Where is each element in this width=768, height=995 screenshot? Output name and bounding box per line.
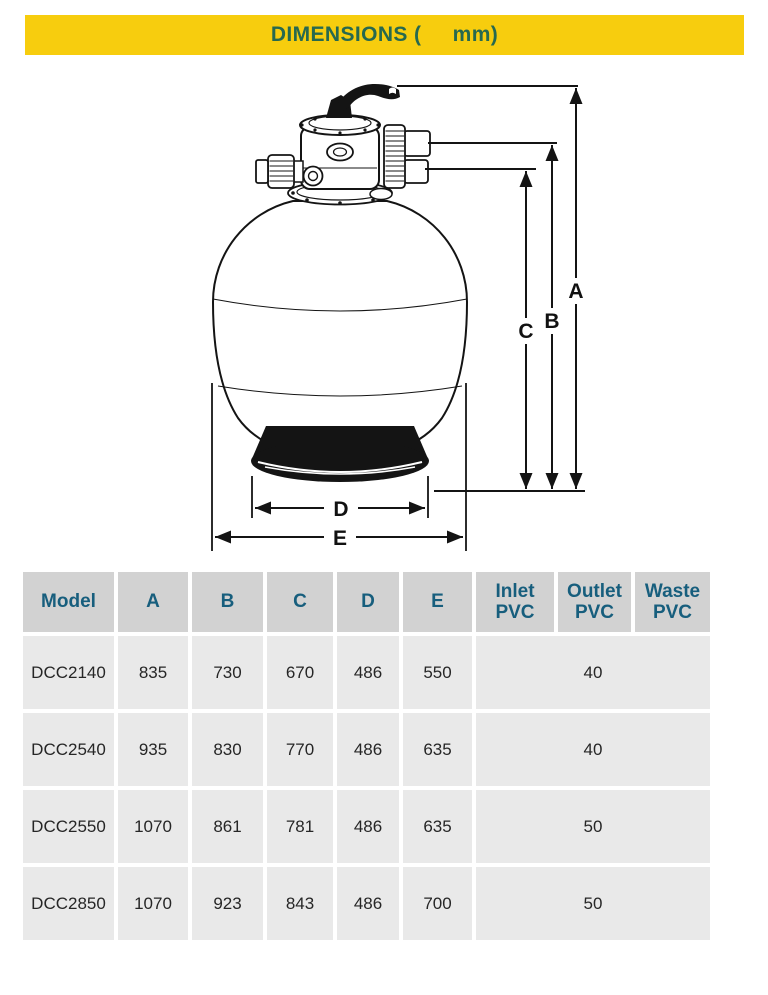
cell-d: 486 bbox=[337, 790, 399, 863]
cell-b: 861 bbox=[192, 790, 263, 863]
cell-pvc: 50 bbox=[476, 790, 710, 863]
cell-model: DCC2540 bbox=[23, 713, 114, 786]
cell-pvc: 40 bbox=[476, 636, 710, 709]
cell-b: 730 bbox=[192, 636, 263, 709]
col-header-a: A bbox=[118, 572, 188, 632]
cell-a: 1070 bbox=[118, 790, 188, 863]
col-header-outlet: Outlet PVC bbox=[558, 572, 631, 632]
col-header-inlet: Inlet PVC bbox=[476, 572, 554, 632]
dimension-table: Model A B C D E Inlet PVC Outlet PVC Was… bbox=[23, 572, 710, 940]
valve-union-nut-right bbox=[383, 124, 406, 189]
valve-port-left bbox=[255, 154, 304, 189]
cell-e: 700 bbox=[403, 867, 472, 940]
cell-model: DCC2550 bbox=[23, 790, 114, 863]
cell-e: 550 bbox=[403, 636, 472, 709]
dim-label-a: A bbox=[568, 280, 583, 303]
valve-handle bbox=[326, 84, 400, 118]
banner-title: DIMENSIONS ( mm) bbox=[270, 23, 499, 46]
tank-body bbox=[211, 200, 469, 460]
cell-d: 486 bbox=[337, 636, 399, 709]
dim-label-b: B bbox=[544, 310, 559, 333]
cell-e: 635 bbox=[403, 790, 472, 863]
dim-label-d: D bbox=[333, 498, 348, 521]
dimensions-banner: DIMENSIONS ( mm) bbox=[25, 15, 744, 55]
cell-e: 635 bbox=[403, 713, 472, 786]
dimension-labels: A B C D E bbox=[324, 278, 588, 552]
drain-fitting bbox=[302, 165, 324, 187]
tank-seam-lower bbox=[217, 385, 463, 397]
col-header-b: B bbox=[192, 572, 263, 632]
col-header-waste: Waste PVC bbox=[635, 572, 710, 632]
col-header-c: C bbox=[267, 572, 333, 632]
col-header-e: E bbox=[403, 572, 472, 632]
cell-pvc: 40 bbox=[476, 713, 710, 786]
cell-c: 781 bbox=[267, 790, 333, 863]
cell-b: 923 bbox=[192, 867, 263, 940]
cell-a: 835 bbox=[118, 636, 188, 709]
cell-a: 1070 bbox=[118, 867, 188, 940]
tank-seam-upper bbox=[212, 298, 468, 312]
dim-label-e: E bbox=[333, 527, 347, 550]
col-header-model: Model bbox=[23, 572, 114, 632]
valve-port-right-lower bbox=[403, 159, 429, 184]
cell-c: 670 bbox=[267, 636, 333, 709]
cell-a: 935 bbox=[118, 713, 188, 786]
cell-c: 843 bbox=[267, 867, 333, 940]
valve-sight-glass bbox=[326, 142, 354, 162]
multiport-valve bbox=[255, 84, 431, 201]
cell-model: DCC2850 bbox=[23, 867, 114, 940]
cell-pvc: 50 bbox=[476, 867, 710, 940]
dimension-reference-lines bbox=[211, 85, 585, 551]
cell-b: 830 bbox=[192, 713, 263, 786]
col-header-d: D bbox=[337, 572, 399, 632]
valve-bottom-fitting bbox=[369, 187, 393, 201]
valve-port-right-upper bbox=[403, 130, 431, 157]
filter-dimension-diagram: A B C D E bbox=[211, 84, 588, 552]
cell-d: 486 bbox=[337, 713, 399, 786]
dim-label-c: C bbox=[518, 320, 533, 343]
cell-d: 486 bbox=[337, 867, 399, 940]
cell-model: DCC2140 bbox=[23, 636, 114, 709]
base-pedestal bbox=[251, 426, 429, 482]
cell-c: 770 bbox=[267, 713, 333, 786]
